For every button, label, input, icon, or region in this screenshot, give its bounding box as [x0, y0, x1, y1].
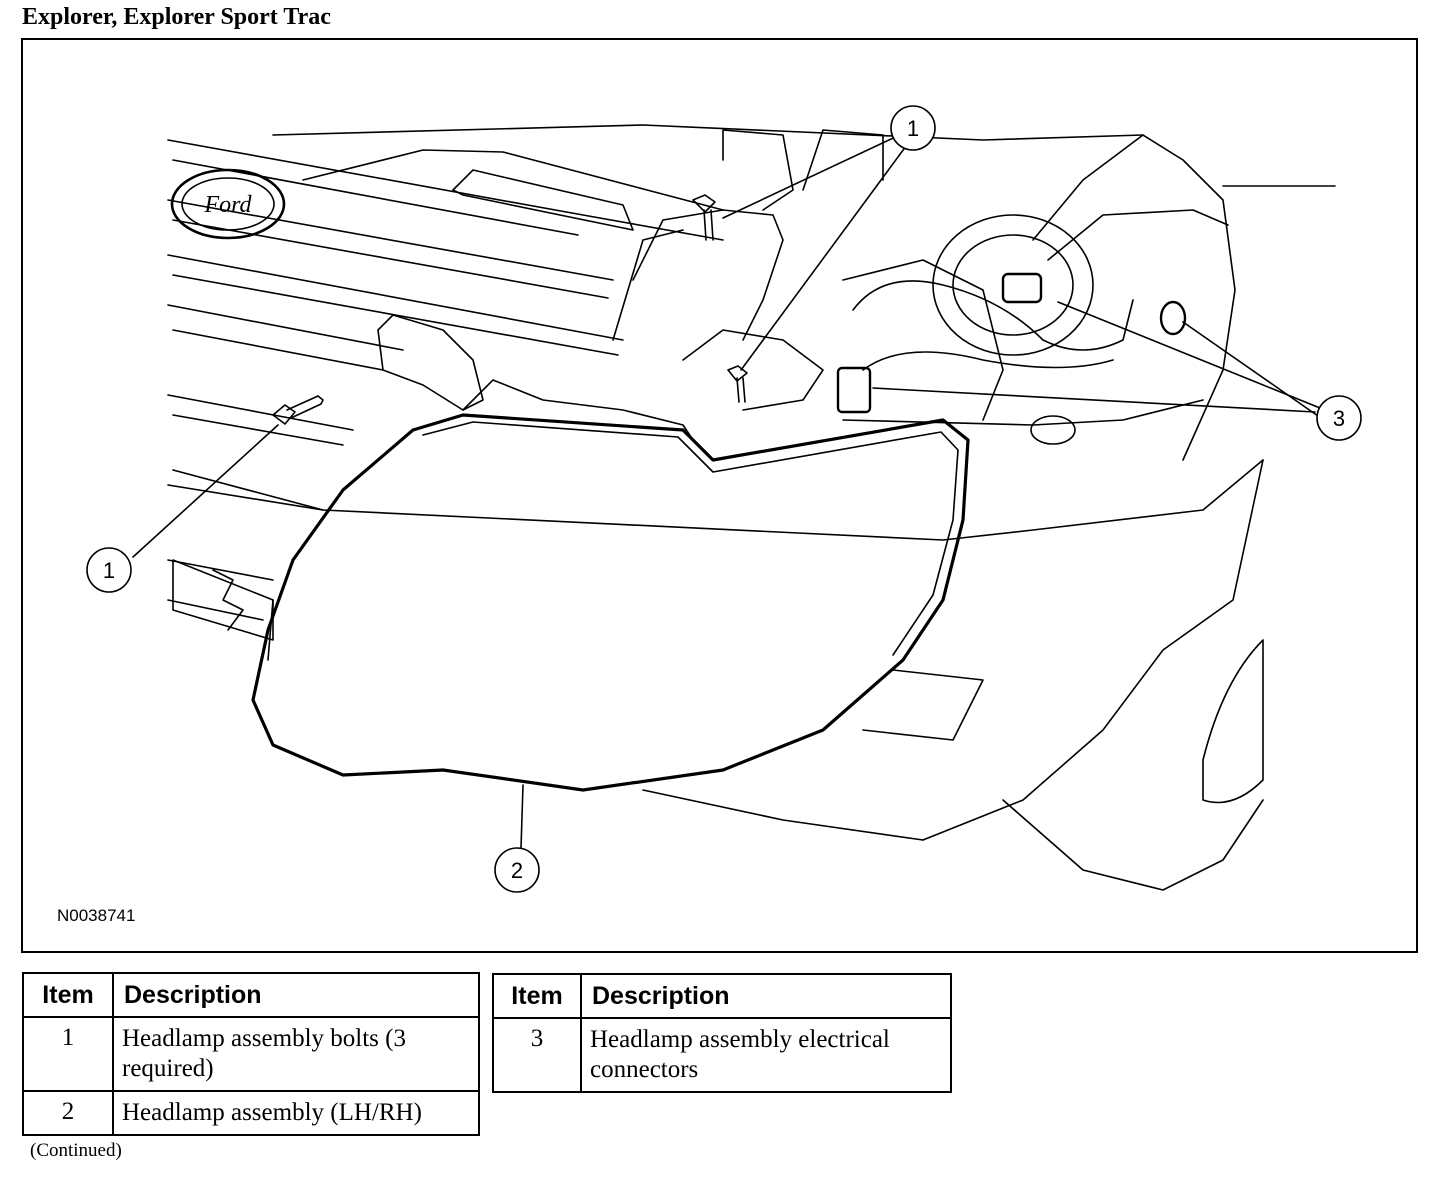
headlamp-lens-edge: [267, 599, 274, 661]
bumper-lower: [1002, 799, 1264, 891]
item-number: 3: [492, 1017, 582, 1093]
grille-bar: [167, 254, 624, 341]
callout-bubble: [86, 547, 132, 593]
headlamp-lens: [251, 413, 970, 792]
front-bumper: [642, 789, 924, 841]
grille-bar: [172, 219, 609, 299]
table-header-row: Item Description: [22, 972, 480, 1018]
fender: [1032, 134, 1236, 461]
item-description: Headlamp assembly (LH/RH): [112, 1090, 480, 1136]
bumper-lower: [862, 669, 984, 741]
legend-table-right: Item Description 3 Headlamp assembly ele…: [492, 973, 952, 1093]
grille-bar: [167, 559, 274, 581]
grille-bar: [167, 304, 404, 351]
item-description: Headlamp assembly electrical connectors: [580, 1017, 952, 1093]
radiator-support: [722, 129, 794, 211]
lamp-bracket: [462, 379, 694, 441]
radiator-support: [682, 329, 824, 411]
callout-label: 1: [103, 558, 115, 583]
electrical-connector: [1159, 300, 1187, 336]
grille-frame: [452, 169, 634, 231]
callout-bubble: [494, 847, 540, 893]
grille-bar: [167, 199, 614, 281]
hole: [1030, 415, 1076, 445]
callout-label: 2: [511, 858, 523, 883]
table-header-row: Item Description: [492, 973, 952, 1019]
table-row: 1 Headlamp assembly bolts (3 required): [22, 1016, 480, 1092]
column-header-item: Item: [492, 973, 582, 1019]
figure-id: N0038741: [57, 906, 136, 925]
grille-bar: [172, 329, 384, 371]
item-number: 1: [22, 1016, 114, 1092]
grille-bar: [167, 139, 724, 241]
headlamp-socket: [932, 214, 1094, 356]
table-row: 2 Headlamp assembly (LH/RH): [22, 1090, 480, 1136]
electrical-connector: [836, 366, 872, 414]
radiator-support: [612, 229, 684, 341]
tow-marker: [212, 569, 244, 631]
fender: [1047, 209, 1229, 261]
grille-bar: [167, 599, 264, 621]
item-number: 2: [22, 1090, 114, 1136]
electrical-connector: [1001, 272, 1043, 304]
emblem-text: Ford: [203, 192, 252, 218]
fog-lamp: [1202, 639, 1264, 804]
plate-bracket: [172, 559, 274, 641]
front-bumper: [172, 459, 1264, 541]
grille-bar: [167, 394, 354, 431]
radiator-support: [632, 209, 784, 341]
callout-label: 3: [1333, 406, 1345, 431]
item-description: Headlamp assembly bolts (3 required): [112, 1016, 480, 1092]
leader-line: [1182, 321, 1319, 417]
wire-harness: [852, 280, 1134, 351]
bolt-lower: [727, 365, 748, 403]
grille-bar: [172, 159, 579, 236]
wire-harness: [862, 351, 1114, 371]
ford-emblem: Ford: [170, 168, 286, 240]
lamp-bracket: [377, 314, 484, 411]
leader-line: [722, 131, 907, 219]
radiator-support: [802, 129, 884, 191]
column-header-item: Item: [22, 972, 114, 1018]
grille-frame: [302, 149, 724, 211]
leader-line: [872, 387, 1316, 413]
column-header-description: Description: [112, 972, 480, 1018]
callout-bubble: [890, 105, 936, 151]
bolt-upper: [692, 194, 716, 241]
leader-line: [132, 424, 279, 558]
column-header-description: Description: [580, 973, 952, 1019]
grille-frame: [272, 124, 1144, 141]
grille-bar: [172, 414, 344, 446]
headlamp-socket: [952, 234, 1074, 336]
page-title: Explorer, Explorer Sport Trac: [22, 4, 331, 30]
leader-line: [1057, 301, 1321, 409]
headlamp-removal-diagram: Ford 1 1 2 3: [86, 105, 1362, 893]
front-bumper: [922, 459, 1264, 841]
leader-line: [520, 784, 524, 849]
bolt-left: [272, 395, 324, 425]
radiator-support: [842, 259, 1004, 421]
legend-table-left: Item Description 1 Headlamp assembly bol…: [22, 972, 480, 1136]
table-row: 3 Headlamp assembly electrical connector…: [492, 1017, 952, 1093]
grille-bar: [167, 484, 324, 511]
callout-label: 1: [907, 116, 919, 141]
continued-note: (Continued): [30, 1140, 122, 1161]
headlamp-lens-edge: [422, 421, 959, 656]
callout-bubble: [1316, 395, 1362, 441]
leader-line: [740, 137, 913, 371]
radiator-support: [842, 399, 1204, 426]
figure-illustration: Ford 1 1 2 3 N0038741: [21, 38, 1418, 953]
